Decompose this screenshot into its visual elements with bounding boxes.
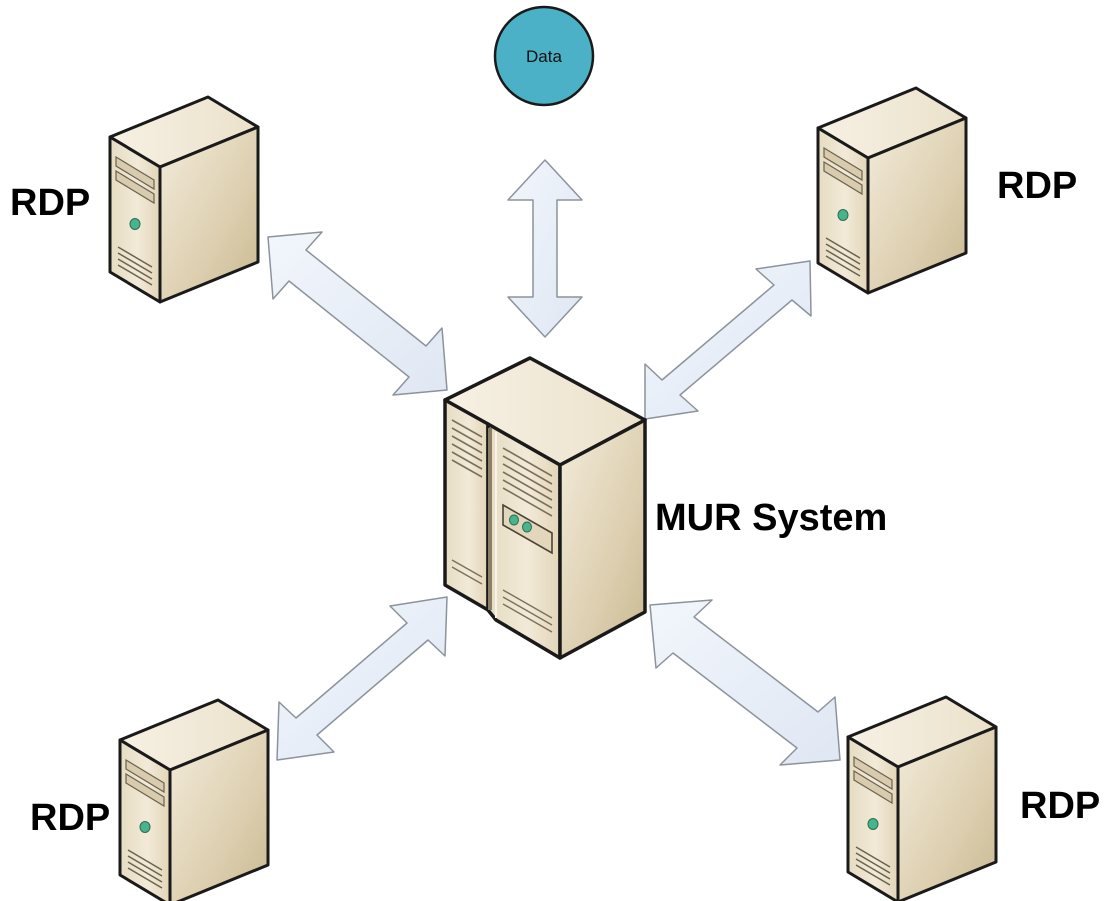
data-circle [493,5,595,107]
data-node: Data [493,5,595,107]
rdp-server-icon-top-left [108,95,260,304]
rdp-server-icon-bottom-left [118,698,270,901]
rdp-server-icon-top-right [816,86,968,295]
rdp-label-top-right: RDP [997,165,1077,207]
arrow-rdp-top-left [267,231,448,396]
mur-server-icon [443,356,647,660]
rdp-label-bottom-left: RDP [30,797,110,839]
data-label: Data [526,47,562,66]
rdp-server-icon-bottom-right [846,695,998,901]
rdp-label-bottom-right: RDP [1020,785,1100,827]
arrow-rdp-bottom-left [276,596,448,761]
mur-system-label: MUR System [655,497,887,539]
rdp-label-top-left: RDP [10,182,90,224]
arrow-rdp-top-right [644,260,812,420]
arrow-rdp-bottom-right [649,599,841,766]
arrow-data-mur [507,159,583,338]
